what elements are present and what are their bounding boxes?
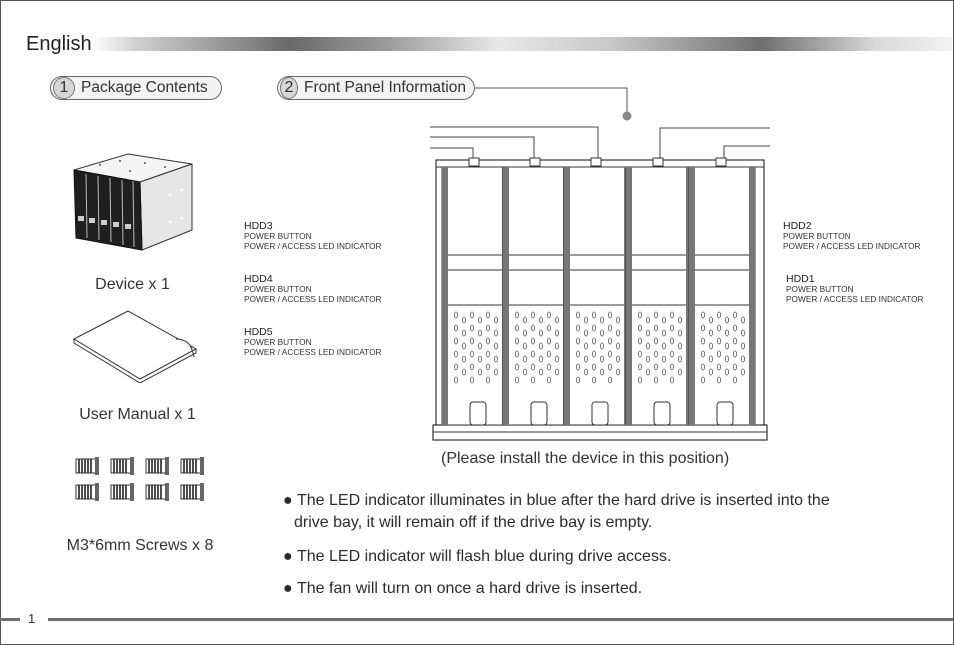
hdd4-label: HDD4 POWER BUTTON POWER / ACCESS LED IND…: [244, 273, 382, 304]
bullet-dot-icon: ●: [283, 548, 293, 565]
footer-line-right: [48, 618, 953, 621]
hdd2-label: HDD2 POWER BUTTON POWER / ACCESS LED IND…: [783, 220, 921, 251]
hdd5-label: HDD5 POWER BUTTON POWER / ACCESS LED IND…: [244, 326, 382, 357]
user-manual-image: [72, 310, 198, 383]
device-image: [73, 153, 193, 251]
hdd1-label: HDD1 POWER BUTTON POWER / ACCESS LED IND…: [786, 273, 924, 304]
bullet-led-illuminates: ●The LED indicator illuminates in blue a…: [283, 492, 830, 531]
footer-line-left: [0, 618, 20, 621]
section-title: Front Panel Information: [304, 79, 466, 96]
front-panel-diagram: [430, 126, 770, 441]
section-package-contents: 1 Package Contents: [50, 76, 222, 100]
page-number: 1: [28, 611, 36, 626]
section-front-panel-information: 2 Front Panel Information: [277, 76, 475, 100]
section-number: 2: [280, 77, 299, 99]
hdd3-label: HDD3 POWER BUTTON POWER / ACCESS LED IND…: [244, 220, 382, 251]
screws-caption: M3*6mm Screws x 8: [66, 537, 214, 554]
section-number: 1: [53, 77, 75, 99]
bullet-led-flash: ●The LED indicator will flash blue durin…: [283, 546, 893, 568]
drive-bay: [441, 157, 509, 426]
bullet-fan: ●The fan will turn on once a hard drive …: [283, 578, 893, 600]
device-caption: Device x 1: [95, 276, 170, 293]
language-title: English: [24, 32, 95, 56]
screws-image: [75, 456, 205, 502]
bullet-dot-icon: ●: [283, 580, 293, 597]
section-connector-line: [475, 87, 632, 121]
user-manual-caption: User Manual x 1: [79, 406, 196, 423]
bullet-dot-icon: ●: [283, 492, 293, 509]
install-position-note: (Please install the device in this posit…: [441, 450, 730, 467]
section-title: Package Contents: [81, 79, 208, 96]
header-gradient-bar: [6, 37, 952, 51]
